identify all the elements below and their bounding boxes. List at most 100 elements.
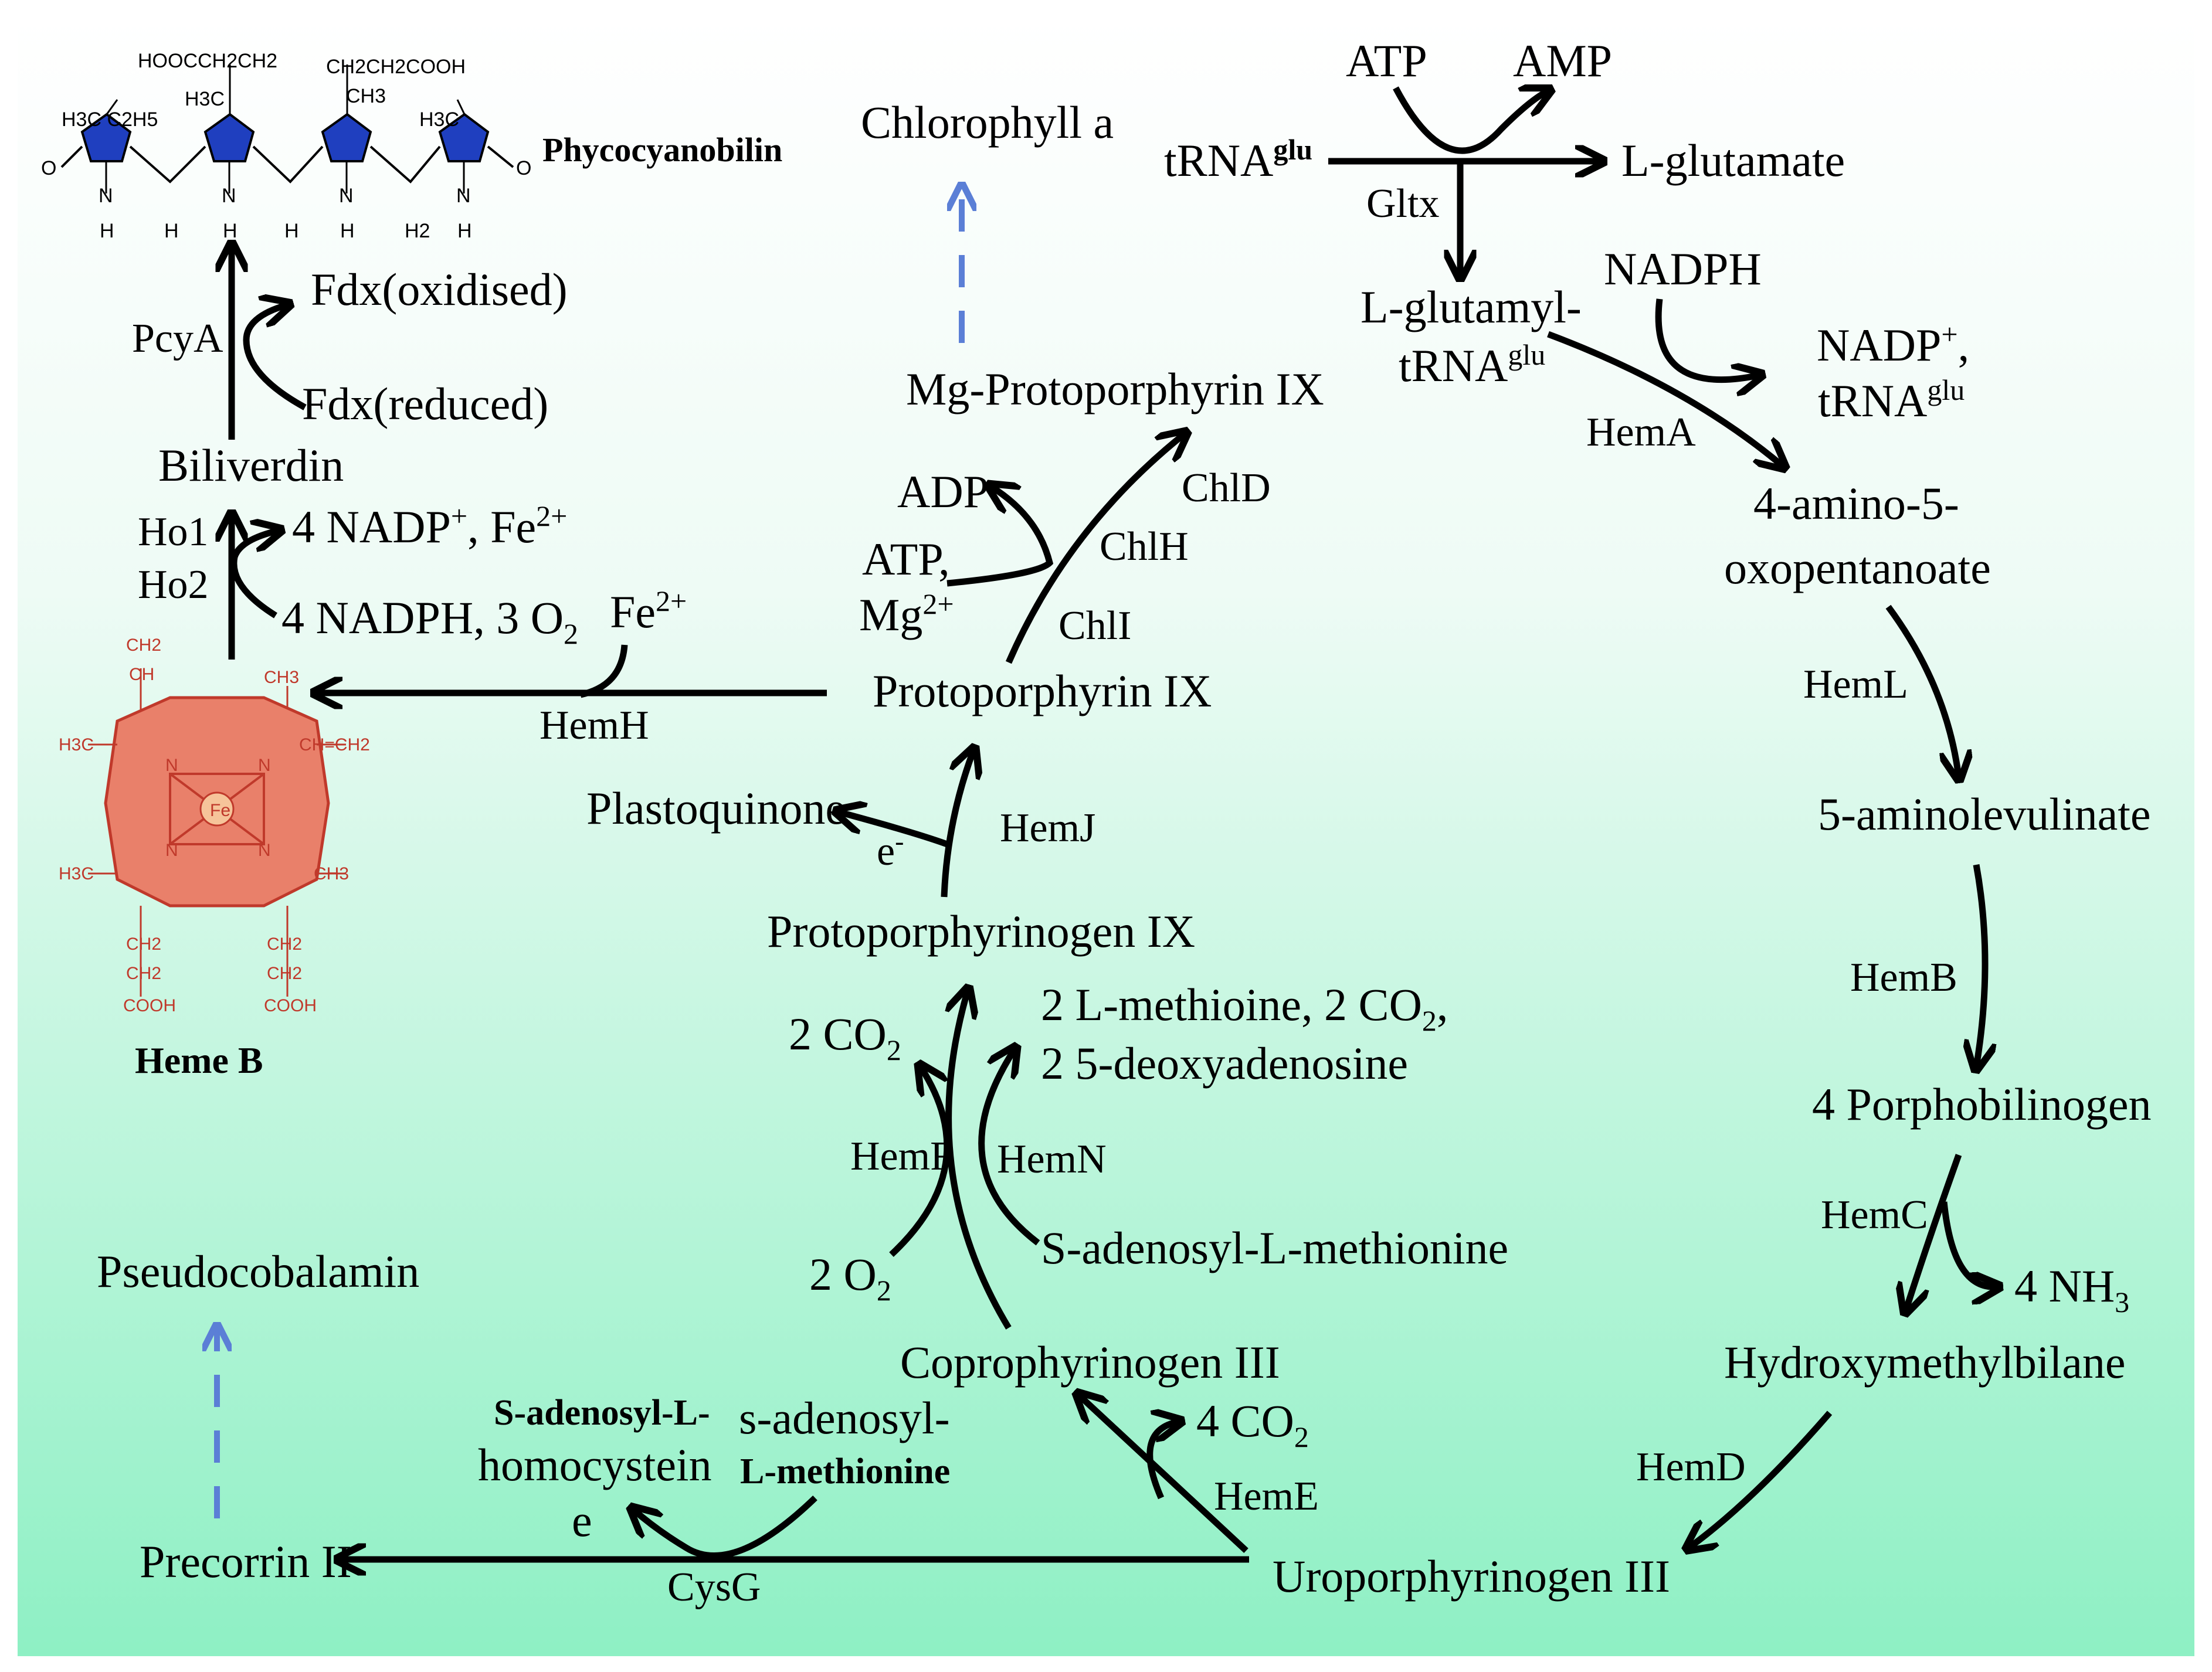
hemn-enzyme: HemN xyxy=(997,1137,1107,1182)
sah-label-3: e xyxy=(572,1495,592,1546)
pyrrole-ring-3 xyxy=(321,113,372,162)
hemd-enzyme: HemD xyxy=(1636,1445,1746,1490)
phycocyanobilin-title: Phycocyanobilin xyxy=(542,131,782,169)
heme-sub-11: CH2 xyxy=(267,934,302,954)
chld-enzyme: ChlD xyxy=(1182,465,1271,511)
cysg-enzyme: CysG xyxy=(667,1565,761,1610)
pathway-labels: Chlorophyll a tRNAglu ATP AMP L-glutamat… xyxy=(97,35,2152,1610)
arrow-hemb xyxy=(1976,864,1985,1067)
fe-center xyxy=(199,791,235,827)
chli-enzyme: ChlI xyxy=(1058,603,1131,648)
arrow-hemj xyxy=(941,750,973,898)
hooc-substituent: HOOCCH2CH2 xyxy=(138,50,277,72)
pyrrole-ring-2 xyxy=(203,113,255,162)
h3c-substituent-1: H3C xyxy=(185,88,225,110)
hema-enzyme: HemA xyxy=(1586,410,1696,455)
heme-substituent-bonds xyxy=(88,668,346,997)
arrow-hemc xyxy=(1906,1154,1962,1310)
heme-b-title: Heme B xyxy=(135,1039,263,1081)
amino-oxo-label-2: oxopentanoate xyxy=(1724,542,1991,593)
arrow-hemd xyxy=(1689,1411,1833,1548)
nadph-o2-label: 4 NADPH, 3 O2 xyxy=(281,592,578,650)
oxo-right-label: O xyxy=(516,157,531,179)
phycocyanobilin-structure: O O HOOCCH2CH2 CH2CH2COOH H3C C2H5 H3C C… xyxy=(41,50,782,242)
n-label-2: N xyxy=(222,185,236,207)
h3c-c2h5-substituent: H3C C2H5 xyxy=(62,108,158,131)
arrow-atp-adp xyxy=(946,487,1054,587)
heme-sub-13: COOH xyxy=(264,996,317,1015)
nadp-trna-label-1: NADP+, xyxy=(1817,318,1969,371)
side-chain-bonds xyxy=(105,64,466,193)
chlorophyll-a-label: Chlorophyll a xyxy=(861,97,1114,148)
ho2-enzyme: Ho2 xyxy=(138,562,209,607)
hemb-enzyme: HemB xyxy=(1850,955,1957,1000)
hemf-enzyme: HemF xyxy=(850,1134,953,1179)
heme-n-label-4: N xyxy=(258,841,271,860)
trna-glu-label: tRNAglu xyxy=(1164,133,1312,186)
pyrrole-ring-1 xyxy=(80,113,132,162)
h-label-2: H xyxy=(164,220,179,242)
arrow-hemf-co2 xyxy=(889,1067,951,1258)
l-glutamyl-label-1: L-glutamyl- xyxy=(1361,281,1582,332)
oxo-left-label: O xyxy=(41,157,56,179)
cooh-substituent: CH2CH2COOH xyxy=(326,56,466,78)
lmet-label-2: 2 5-deoxyadenosine xyxy=(1041,1038,1408,1089)
arrow-hemn-lmet xyxy=(978,1049,1040,1246)
heme-sub-7: CH3 xyxy=(314,864,349,883)
adp-label: ADP xyxy=(897,466,989,517)
background-panel xyxy=(18,18,2194,1656)
h-label-1: H xyxy=(100,220,114,242)
heme-sub-12: CH2 xyxy=(267,964,302,983)
h-label-6: H2 xyxy=(405,220,430,242)
e-minus-label: e- xyxy=(877,826,904,874)
n-label-1: N xyxy=(99,185,113,207)
o2-label: 2 O2 xyxy=(809,1249,891,1307)
methine-bridges xyxy=(60,145,514,183)
protoporphyrin-label: Protoporphyrin IX xyxy=(873,665,1212,716)
fe-label: Fe xyxy=(210,801,230,820)
h3c-substituent-2: H3C xyxy=(419,108,459,131)
l-glutamyl-label-2: tRNAglu xyxy=(1399,338,1545,391)
ho1-enzyme: Ho1 xyxy=(138,509,209,555)
arrow-hemf-main xyxy=(949,991,1012,1330)
plastoquinone-label: Plastoquinone xyxy=(586,783,846,834)
arrow-sam-sah xyxy=(633,1496,817,1559)
precorrin-label: Precorrin II xyxy=(140,1536,352,1587)
heme-sub-5: H3C xyxy=(59,735,94,755)
atp-mg-label-1: ATP, xyxy=(862,533,950,584)
nadp-fe-label: 4 NADP+, Fe2+ xyxy=(292,499,567,552)
sah-label-2: homocystein xyxy=(478,1439,712,1490)
sam-right-label: S-adenosyl-L-methionine xyxy=(1041,1222,1508,1273)
dashed-branch-arrows xyxy=(217,188,962,1518)
sah-label-1: S-adenosyl-L- xyxy=(494,1393,710,1433)
heml-enzyme: HemL xyxy=(1803,662,1908,707)
arrow-nadph-side xyxy=(1655,298,1759,380)
amp-label: AMP xyxy=(1513,35,1612,86)
n-label-4: N xyxy=(456,185,471,207)
h-label-5: H xyxy=(340,220,355,242)
sam-low-label-1: s-adenosyl- xyxy=(739,1392,950,1443)
arrow-fdx xyxy=(243,305,307,410)
arrow-atp-to-amp xyxy=(1393,88,1548,154)
atp-mg-label-2: Mg2+ xyxy=(859,587,954,640)
uroporphyrinogen-label: Uroporphyrinogen III xyxy=(1273,1551,1670,1602)
arrow-chl-main xyxy=(1005,434,1185,664)
nadph-label: NADPH xyxy=(1604,243,1762,294)
coproporphyrinogen-label: Coprophyrinogen III xyxy=(900,1337,1280,1388)
heme-enzyme: HemE xyxy=(1214,1474,1319,1519)
heme-n-label-3: N xyxy=(165,841,178,860)
arrow-heml xyxy=(1885,604,1959,777)
l-glutamate-label: L-glutamate xyxy=(1621,135,1845,186)
hemc-enzyme: HemC xyxy=(1821,1192,1928,1238)
heme-n-label-2: N xyxy=(258,756,271,775)
pseudocobalamin-label: Pseudocobalamin xyxy=(97,1246,419,1297)
h-label-3: H xyxy=(223,220,238,242)
gltx-enzyme: Gltx xyxy=(1366,181,1439,226)
fe2-label: Fe2+ xyxy=(610,584,687,637)
n-label-3: N xyxy=(339,185,354,207)
heme-sub-2: CH xyxy=(129,665,154,684)
sam-low-label-2: L-methionine xyxy=(740,1452,950,1491)
arrow-heme xyxy=(1079,1395,1249,1554)
biliverdin-label: Biliverdin xyxy=(158,440,344,491)
